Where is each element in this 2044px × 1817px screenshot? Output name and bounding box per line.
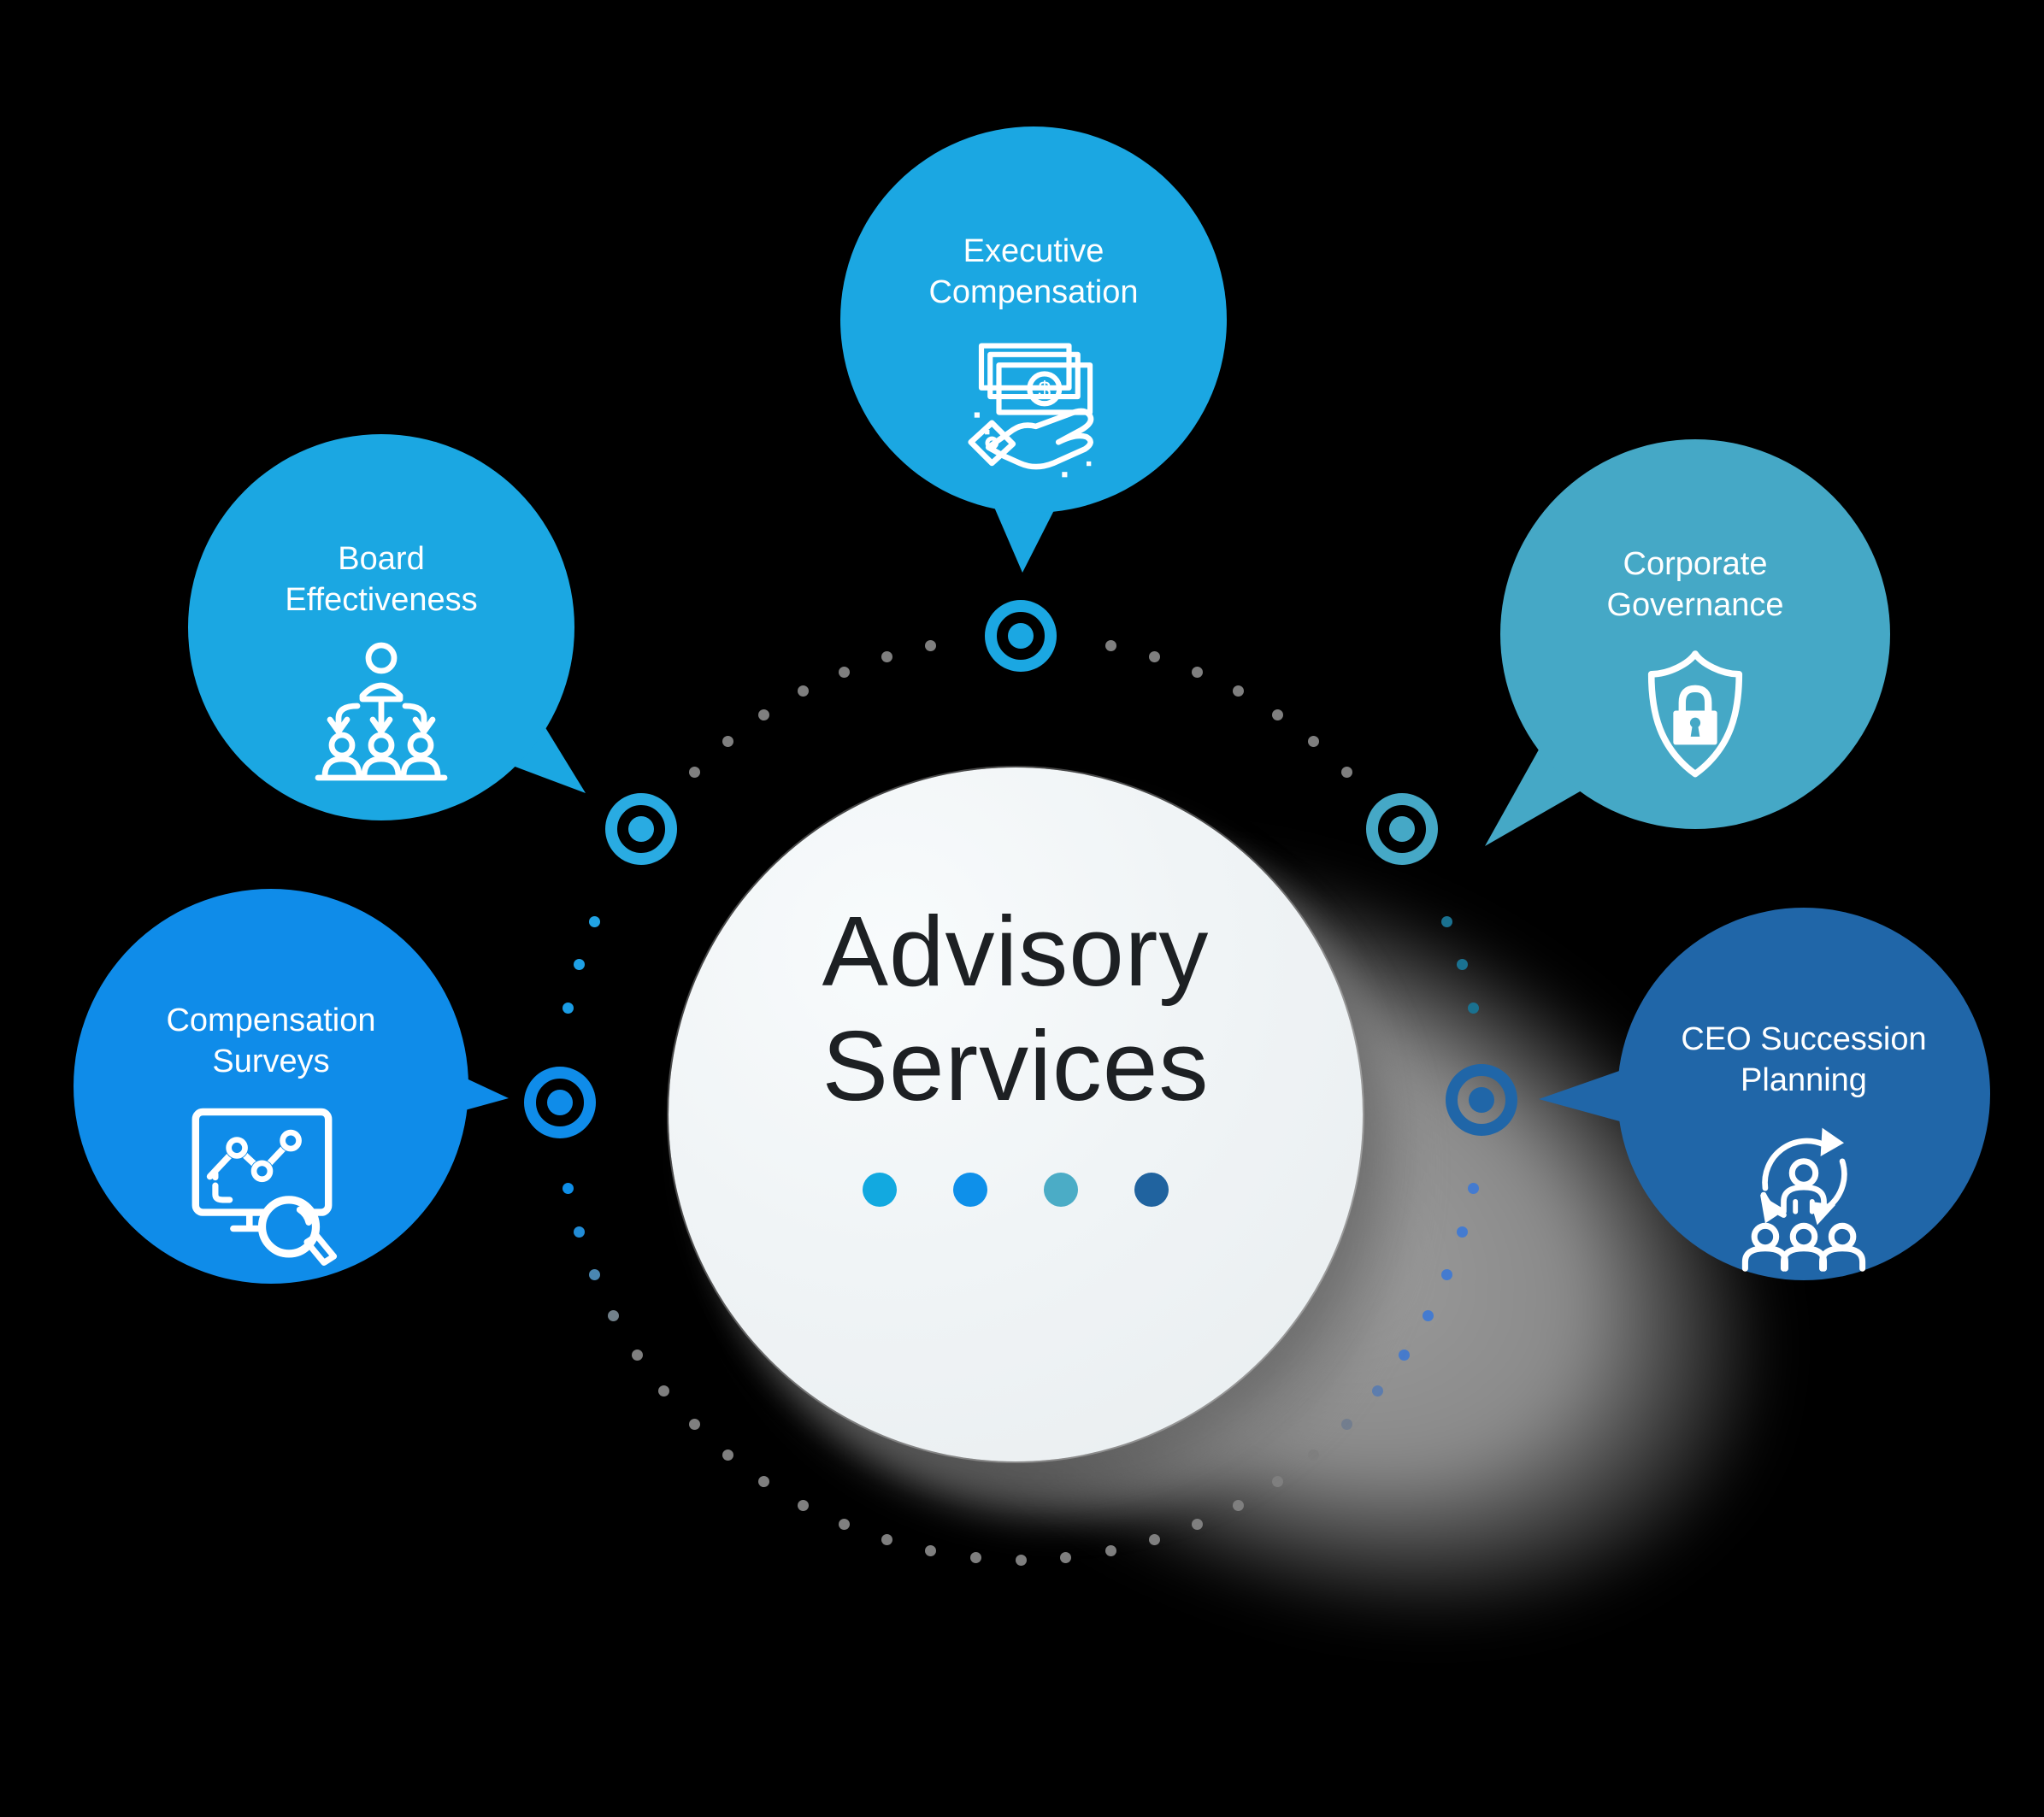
ring-dot [688,1419,700,1431]
ring-dot [588,915,600,927]
connector-node-left [524,1067,596,1138]
ring-dot [838,666,850,678]
svg-text:$: $ [1038,377,1051,403]
ring-dot [838,1519,850,1531]
accent-dots [863,1173,1169,1207]
accent-dot-cyan [863,1173,897,1207]
ring-dot [758,1476,770,1488]
connector-node-top [985,600,1057,672]
shield-lock-icon [1647,650,1743,778]
ring-dot [688,766,700,778]
ring-dot [722,1449,733,1461]
ring-dot [881,650,892,662]
ring-dot [658,1385,670,1397]
ring-dot [758,709,770,720]
ring-dot [797,685,809,697]
ring-dot [562,1182,574,1194]
connector-node-right [1446,1064,1517,1136]
accent-dot-darkblue [1134,1173,1169,1207]
ring-dot [608,1310,620,1322]
ring-dot [1233,685,1245,697]
ring-dot [722,736,733,748]
connector-node-upper-right [1366,793,1438,865]
ring-dot [1192,666,1204,678]
page-title: Advisory Services [822,896,1210,1121]
org-chart-icon [315,642,448,781]
accent-dot-blue [953,1173,987,1207]
ring-dot [797,1499,809,1511]
ring-dot [573,1226,585,1238]
center-circle: Advisory Services [669,767,1363,1461]
chart-magnifier-icon [191,1108,338,1266]
ring-dot [573,958,585,970]
ring-dot [1104,639,1116,651]
accent-dot-teal [1044,1173,1078,1207]
ring-dot [562,1003,574,1014]
connector-node-upper-left [605,793,677,865]
ring-dot [588,1269,600,1281]
person-cycle-icon [1741,1127,1866,1272]
money-in-hand-icon: $ [967,343,1093,478]
ring-dot [631,1349,643,1361]
ring-dot [925,639,937,651]
ring-dot [1149,650,1161,662]
